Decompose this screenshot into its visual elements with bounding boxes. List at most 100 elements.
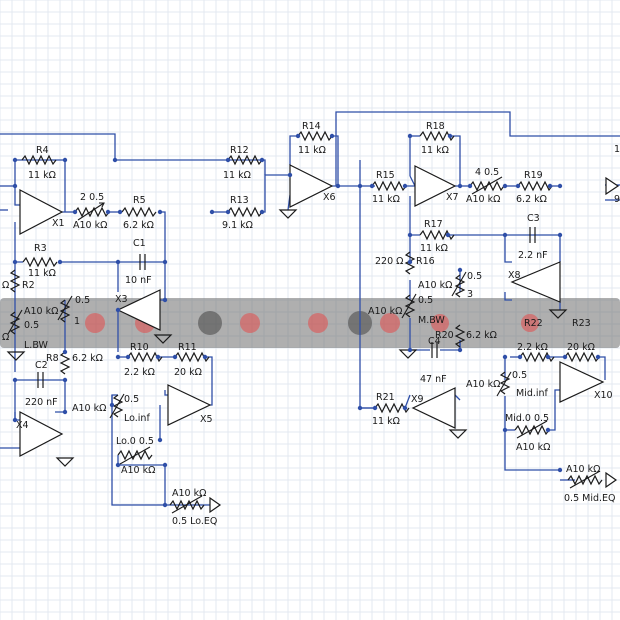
junction-node — [162, 502, 168, 508]
junction-node — [12, 183, 18, 189]
label-Pm2: A10 kΩ — [368, 306, 402, 317]
labels: R4 11 kΩ 2 0.5 A10 kΩ X1 R5 6.2 kΩ R3 11… — [2, 121, 620, 527]
label-R15: R15 — [376, 170, 395, 181]
junction-node — [287, 172, 293, 178]
ground-5 — [448, 429, 468, 439]
resistor-R16 — [404, 251, 416, 275]
label-R22-value: 2.2 kΩ — [517, 342, 548, 353]
junction-node — [259, 157, 265, 163]
label-MidEQ-value: A10 kΩ — [566, 464, 600, 475]
label-R16: R16 — [416, 256, 435, 267]
capacitor-C2 — [37, 372, 44, 388]
capacitor-C3 — [529, 227, 536, 243]
label-R19-value: 6.2 kΩ — [516, 194, 547, 205]
label-Pmbw: A10 kΩ — [418, 280, 452, 291]
junction-nodes — [12, 133, 601, 508]
junction-node — [445, 232, 451, 238]
junction-node — [502, 232, 508, 238]
junction-node — [402, 183, 408, 189]
label-R23: R23 — [572, 318, 591, 329]
output-terminal-right — [605, 176, 620, 196]
junction-node — [157, 209, 163, 215]
opamp-X1 — [19, 189, 64, 235]
label-Pmbw-05b: 0.5 — [418, 295, 433, 306]
label-R13: R13 — [230, 195, 249, 206]
label-Pbw-05: 0.5 — [75, 295, 90, 306]
junction-node — [517, 354, 523, 360]
label-Pmbw-05: 0.5 — [467, 271, 482, 282]
junction-node — [545, 354, 551, 360]
label-left-unit: Ω — [2, 332, 9, 343]
junction-node — [162, 297, 168, 303]
label-X6: X6 — [323, 192, 336, 203]
junction-node — [557, 232, 563, 238]
ground-4 — [55, 457, 75, 467]
junction-node — [457, 267, 463, 273]
label-Pminf: A10 kΩ — [466, 379, 500, 390]
label-R12-value: 11 kΩ — [223, 170, 251, 181]
pot-Pminf — [496, 371, 512, 397]
label-R5-value: 6.2 kΩ — [123, 220, 154, 231]
resistor-R15 — [371, 180, 407, 192]
label-R21-value: 11 kΩ — [372, 416, 400, 427]
resistor-R8 — [59, 351, 71, 375]
junction-node — [162, 462, 168, 468]
label-C2: C2 — [35, 360, 48, 371]
label-P1-setting: 2 0.5 — [80, 192, 104, 203]
resistor-R20 — [454, 324, 466, 348]
pot-Plo0 — [117, 446, 153, 465]
junction-node — [329, 133, 335, 139]
label-Lo0: Lo.0 0.5 — [116, 436, 154, 447]
junction-node — [62, 409, 68, 415]
label-R3-value: 11 kΩ — [28, 268, 56, 279]
junction-node — [209, 209, 215, 215]
pot-Pmbw — [451, 271, 467, 298]
ground-2 — [153, 334, 173, 344]
label-X5: X5 — [200, 414, 213, 425]
label-R19: R19 — [524, 170, 543, 181]
label-Pminf-05: 0.5 — [512, 370, 527, 381]
label-R13-value: 9.1 kΩ — [222, 220, 253, 231]
label-Midinf: Mid.inf — [516, 388, 549, 399]
junction-node — [407, 133, 413, 139]
junction-node — [547, 183, 553, 189]
label-R15-value: 11 kΩ — [372, 194, 400, 205]
junction-node — [369, 183, 375, 189]
label-Pmid-setting: 4 0.5 — [475, 167, 499, 178]
junction-node — [502, 427, 508, 433]
junction-node — [62, 349, 68, 355]
label-R20-value: 6.2 kΩ — [466, 330, 497, 341]
label-R17: R17 — [424, 219, 443, 230]
label-X8: X8 — [508, 270, 521, 281]
label-LoEQ-value: A10 kΩ — [172, 488, 206, 499]
resistor-R2 — [9, 269, 21, 293]
label-R23-value: 20 kΩ — [567, 342, 595, 353]
pot-Pmid0 — [514, 420, 550, 439]
junction-node — [562, 354, 568, 360]
label-R4: R4 — [36, 145, 49, 156]
junction-node — [259, 209, 265, 215]
junction-node — [502, 183, 508, 189]
ground-6 — [548, 309, 568, 319]
junction-node — [502, 354, 508, 360]
capacitor-C1 — [139, 254, 146, 270]
pot-Pmid — [469, 176, 505, 195]
label-Mid0: Mid.0 0.5 — [505, 413, 549, 424]
label-MBW: M.BW — [418, 315, 445, 326]
junction-node — [402, 405, 408, 411]
resistor-R5 — [121, 206, 157, 218]
junction-node — [105, 209, 111, 215]
junction-node — [545, 427, 551, 433]
label-R3: R3 — [34, 243, 47, 254]
label-C3: C3 — [527, 213, 540, 224]
junction-node — [115, 259, 121, 265]
opamp-X8 — [510, 261, 561, 303]
label-C3-value: 2.2 nF — [518, 250, 548, 261]
junction-node — [357, 183, 363, 189]
pot-P1 — [74, 202, 110, 221]
ground-1 — [278, 209, 298, 219]
label-edge-9: 9 — [614, 194, 620, 205]
junction-node — [57, 259, 63, 265]
label-R18-value: 11 kΩ — [421, 145, 449, 156]
